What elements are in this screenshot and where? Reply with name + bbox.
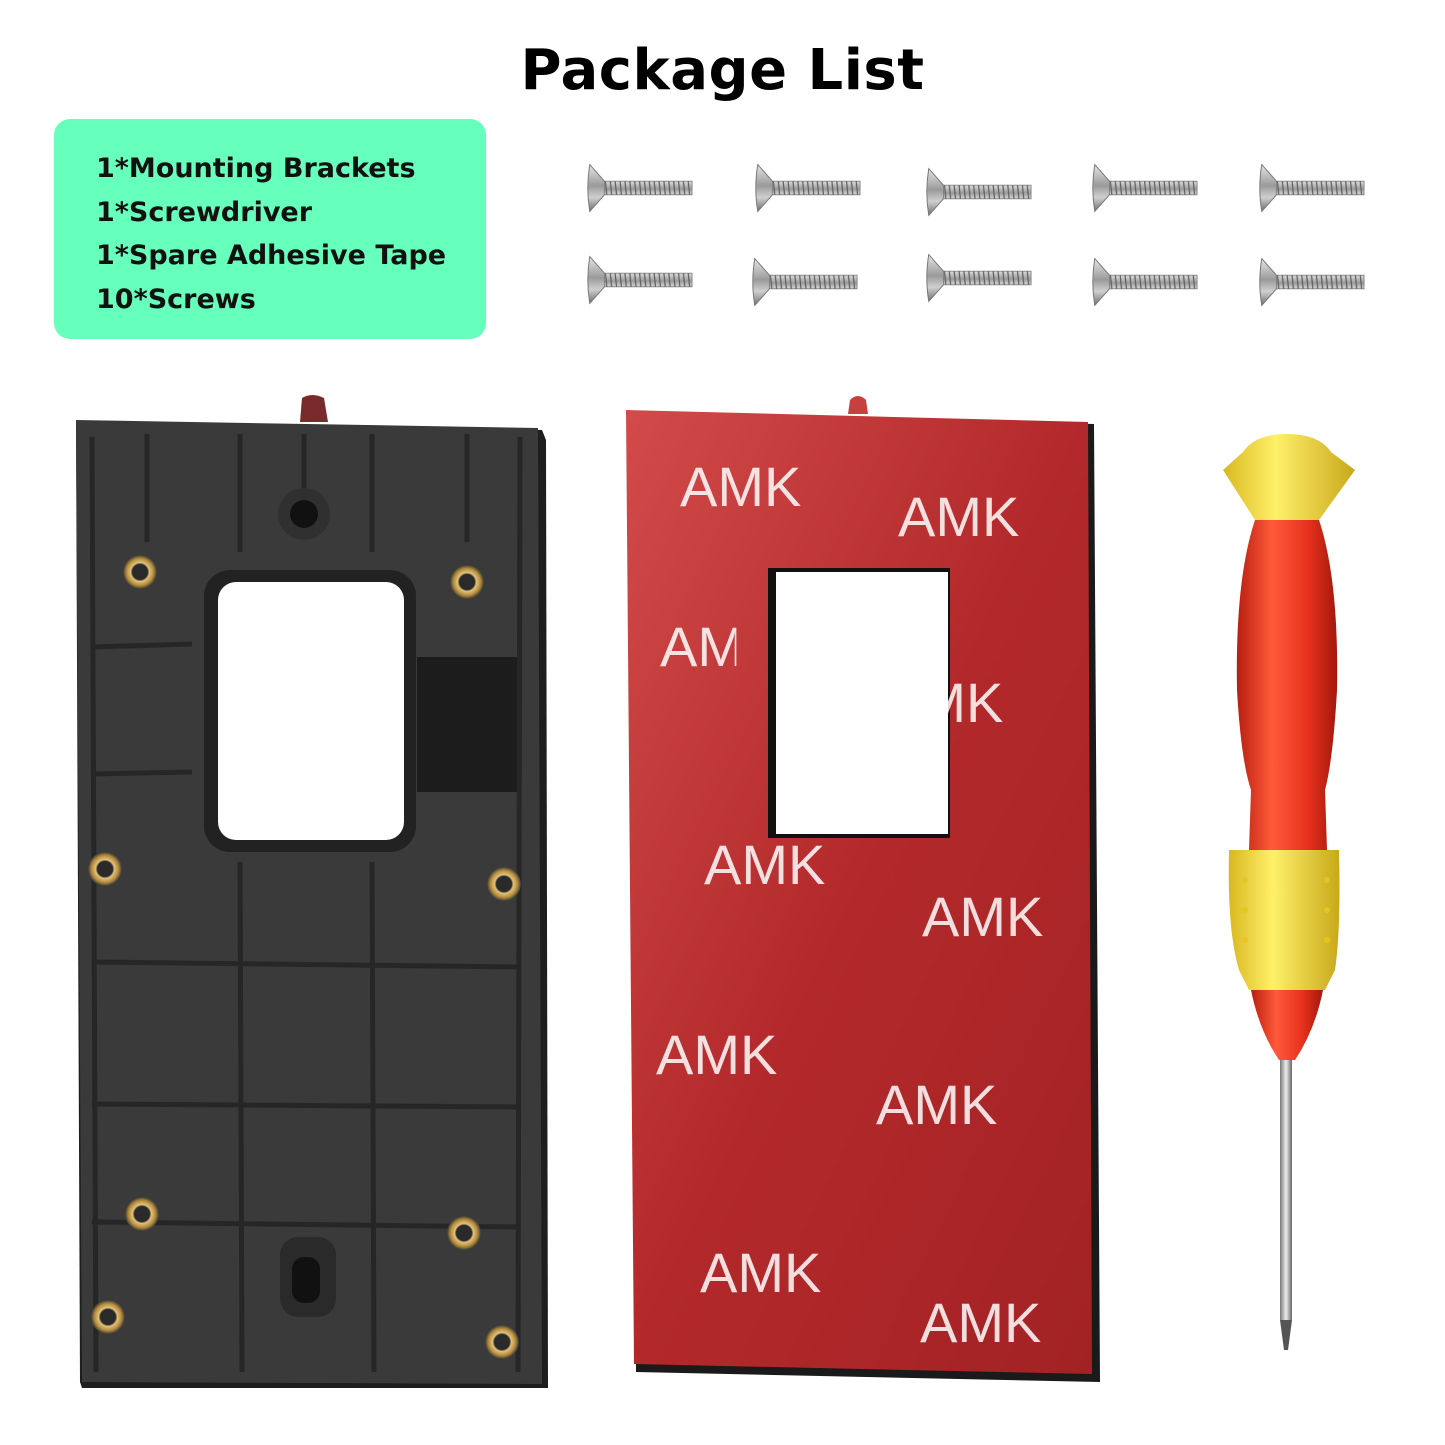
screw-icon xyxy=(926,254,1032,302)
page-title: Package List xyxy=(520,38,925,103)
screw-icon xyxy=(1092,164,1198,212)
screw-icon xyxy=(1092,258,1198,306)
tape-print-text: AMK xyxy=(898,485,1020,548)
tape-print-text: AMK xyxy=(920,1291,1042,1354)
screw-icon xyxy=(1259,258,1365,306)
package-item-screws: 10*Screws xyxy=(96,283,256,315)
tape-print-text: AMK xyxy=(876,1073,998,1136)
screw-icon xyxy=(587,164,693,212)
mounting-bracket xyxy=(72,392,550,1392)
package-item-brackets: 1*Mounting Brackets xyxy=(96,153,416,184)
screwdriver xyxy=(1215,430,1365,1355)
screw-icon xyxy=(587,256,693,304)
screws-group xyxy=(575,155,1375,315)
tape-print-text: AMK xyxy=(882,671,1004,734)
screw-icon xyxy=(752,258,858,306)
package-list: 1*Mounting Brackets 1*Screwdriver 1*Spar… xyxy=(54,119,486,321)
adhesive-tape: AMK AMK AMK AMK AMK AMK AMK AMK AMK AMK xyxy=(622,392,1104,1388)
tape-print-text: AMK xyxy=(656,1023,778,1086)
tape-print-text: AMK xyxy=(700,1241,822,1304)
tape-print-text: AMK xyxy=(680,455,802,518)
package-list-card: 1*Mounting Brackets 1*Screwdriver 1*Spar… xyxy=(54,119,486,339)
package-item-tape: 1*Spare Adhesive Tape xyxy=(96,240,447,271)
screw-icon xyxy=(755,164,861,212)
tape-print-text: AMK xyxy=(704,833,826,896)
screw-icon xyxy=(926,168,1032,216)
screw-icon xyxy=(1259,164,1365,212)
tape-print-text: AMK xyxy=(922,885,1044,948)
package-item-screwdriver: 1*Screwdriver xyxy=(96,196,313,228)
tape-print-text: AMK xyxy=(660,615,782,678)
tape-print: AMK AMK AMK AMK AMK AMK AMK AMK AMK AMK xyxy=(622,392,1104,1388)
